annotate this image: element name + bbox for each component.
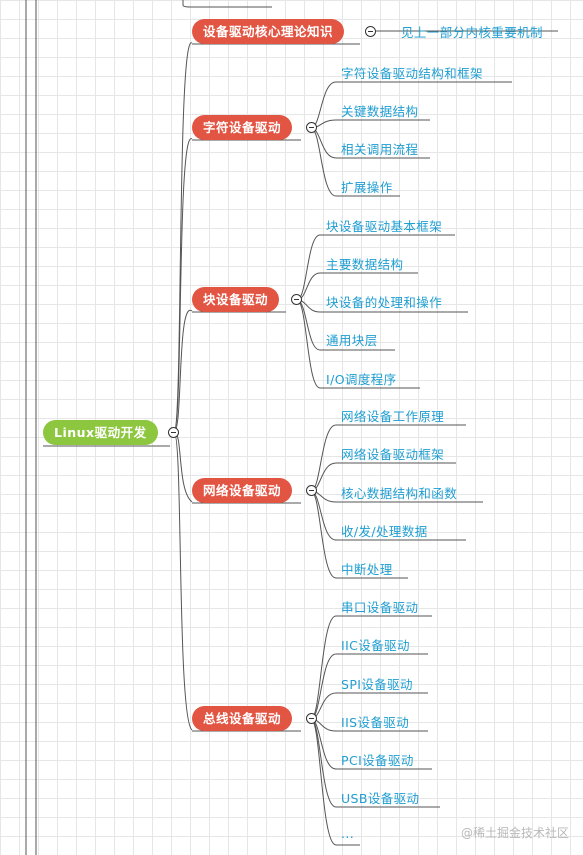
leaf-item[interactable]: 中断处理 — [341, 562, 393, 577]
root-node[interactable]: Linux驱动开发 — [43, 420, 158, 445]
leaf-item[interactable]: IIC设备驱动 — [341, 638, 410, 653]
branch-to-leaf-line — [310, 718, 337, 808]
branch-to-leaf-line — [310, 81, 337, 129]
branch-node-network-driver[interactable]: 网络设备驱动 — [192, 478, 293, 503]
leaf-item[interactable]: 核心数据结构和函数 — [341, 486, 458, 501]
root-to-branch-line — [173, 310, 193, 433]
leaf-item[interactable]: ... — [341, 826, 355, 841]
branch-collapse-icon[interactable] — [365, 26, 376, 37]
root-to-branch-line — [173, 42, 193, 433]
leaf-item[interactable]: 主要数据结构 — [326, 257, 404, 272]
branch-label: 字符设备驱动 — [203, 120, 282, 135]
branch-node-bus-driver[interactable]: 总线设备驱动 — [192, 706, 293, 731]
branch-to-leaf-line — [296, 299, 321, 389]
leaf-item[interactable]: 字符设备驱动结构和框架 — [341, 66, 483, 81]
branch-to-leaf-line — [310, 718, 337, 846]
branch-node-core-theory[interactable]: 设备驱动核心理论知识 — [192, 19, 345, 44]
leaf-item[interactable]: USB设备驱动 — [341, 791, 420, 806]
leaf-item[interactable]: 通用块层 — [326, 333, 378, 348]
branch-label: 总线设备驱动 — [203, 711, 282, 726]
branch-collapse-icon[interactable] — [291, 294, 302, 305]
root-to-branch-line — [173, 431, 193, 731]
branch-to-leaf-line — [310, 424, 337, 492]
top-stub-line — [182, 0, 272, 8]
leaf-item[interactable]: PCI设备驱动 — [341, 753, 414, 768]
branch-label: 网络设备驱动 — [203, 483, 282, 498]
branch-to-leaf-line — [310, 127, 337, 197]
root-collapse-icon[interactable] — [168, 427, 179, 438]
leaf-item[interactable]: 关键数据结构 — [341, 104, 419, 119]
branch-to-leaf-line — [296, 234, 321, 301]
branch-node-char-driver[interactable]: 字符设备驱动 — [192, 115, 293, 140]
leaf-item[interactable]: SPI设备驱动 — [341, 677, 413, 692]
branch-label: 块设备驱动 — [203, 292, 269, 307]
branch-to-leaf-line — [310, 615, 337, 720]
branch-to-leaf-line — [310, 490, 337, 579]
watermark: @稀土掘金技术社区 — [460, 826, 569, 840]
leaf-item[interactable]: 见上一部分内核重要机制 — [401, 25, 543, 40]
leaf-item[interactable]: 块设备驱动基本框架 — [326, 219, 443, 234]
branch-collapse-icon[interactable] — [306, 713, 317, 724]
branch-node-block-driver[interactable]: 块设备驱动 — [192, 287, 280, 312]
branch-collapse-icon[interactable] — [306, 122, 317, 133]
branch-collapse-icon[interactable] — [306, 485, 317, 496]
leaf-item[interactable]: 串口设备驱动 — [341, 600, 419, 615]
leaf-item[interactable]: 相关调用流程 — [341, 142, 419, 157]
branch-to-leaf-line — [310, 653, 337, 720]
leaf-item[interactable]: 网络设备工作原理 — [341, 409, 445, 424]
leaf-item[interactable]: 收/发/处理数据 — [341, 524, 428, 539]
leaf-item[interactable]: I/O调度程序 — [326, 372, 397, 387]
root-to-branch-line — [173, 138, 193, 433]
leaf-item[interactable]: 扩展操作 — [341, 180, 393, 195]
leaf-item[interactable]: 块设备的处理和操作 — [326, 295, 443, 310]
leaf-item[interactable]: IIS设备驱动 — [341, 715, 410, 730]
leaf-item[interactable]: 网络设备驱动框架 — [341, 447, 445, 462]
root-node-label: Linux驱动开发 — [54, 425, 147, 440]
branch-label: 设备驱动核心理论知识 — [203, 24, 334, 39]
